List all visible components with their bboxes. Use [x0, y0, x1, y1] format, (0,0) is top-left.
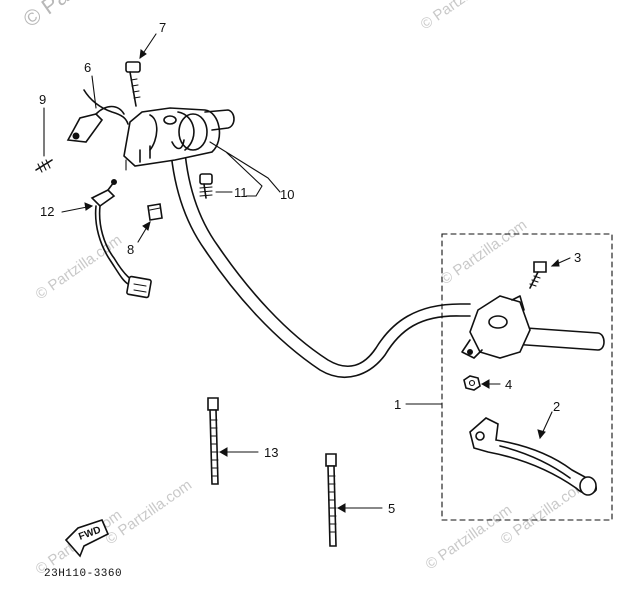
- lever-bracket: [461, 295, 531, 359]
- cable-tie-5: [325, 453, 337, 547]
- screw-3: [529, 261, 547, 289]
- bolt-7: [125, 61, 141, 107]
- wire-end-6: [66, 89, 129, 143]
- callout-11: 11: [234, 185, 248, 200]
- screw-11: [199, 173, 213, 199]
- watermark-top-left: © Partz: [19, 0, 94, 32]
- clip-8: [147, 203, 163, 221]
- left-switch-housing: [123, 107, 235, 171]
- callouts: 7 6 9 11 10 12 8 3 4 1 2 13 5: [39, 20, 581, 516]
- callout-13: 13: [264, 445, 278, 460]
- watermark: © Partzilla.com: [418, 0, 511, 33]
- callout-7: 7: [159, 20, 166, 35]
- clutch-switch-12: [90, 179, 152, 299]
- callout-1: 1: [394, 397, 401, 412]
- handlebar: [169, 139, 605, 378]
- watermarks: © Partz © Partzilla.com © Partzilla.com …: [19, 0, 591, 578]
- lever-2: [469, 417, 597, 496]
- callout-9: 9: [39, 92, 46, 107]
- nut-4: [463, 375, 481, 391]
- diagram-code: 23H110-3360: [44, 568, 122, 580]
- callout-3: 3: [574, 250, 581, 265]
- callout-4: 4: [505, 377, 512, 392]
- callout-8: 8: [127, 242, 134, 257]
- screw-9: [35, 159, 53, 173]
- fwd-arrow: FWD: [64, 519, 110, 558]
- callout-5: 5: [388, 501, 395, 516]
- watermark: © Partzilla.com: [438, 216, 531, 288]
- lever-assembly-box: [441, 233, 613, 521]
- cable-tie-13: [207, 397, 219, 485]
- callout-12: 12: [40, 204, 54, 219]
- leader-arrowheads: [84, 49, 560, 513]
- callout-6: 6: [84, 60, 91, 75]
- callout-10: 10: [280, 187, 294, 202]
- callout-2: 2: [553, 399, 560, 414]
- watermark: © Partzilla.com: [33, 231, 126, 303]
